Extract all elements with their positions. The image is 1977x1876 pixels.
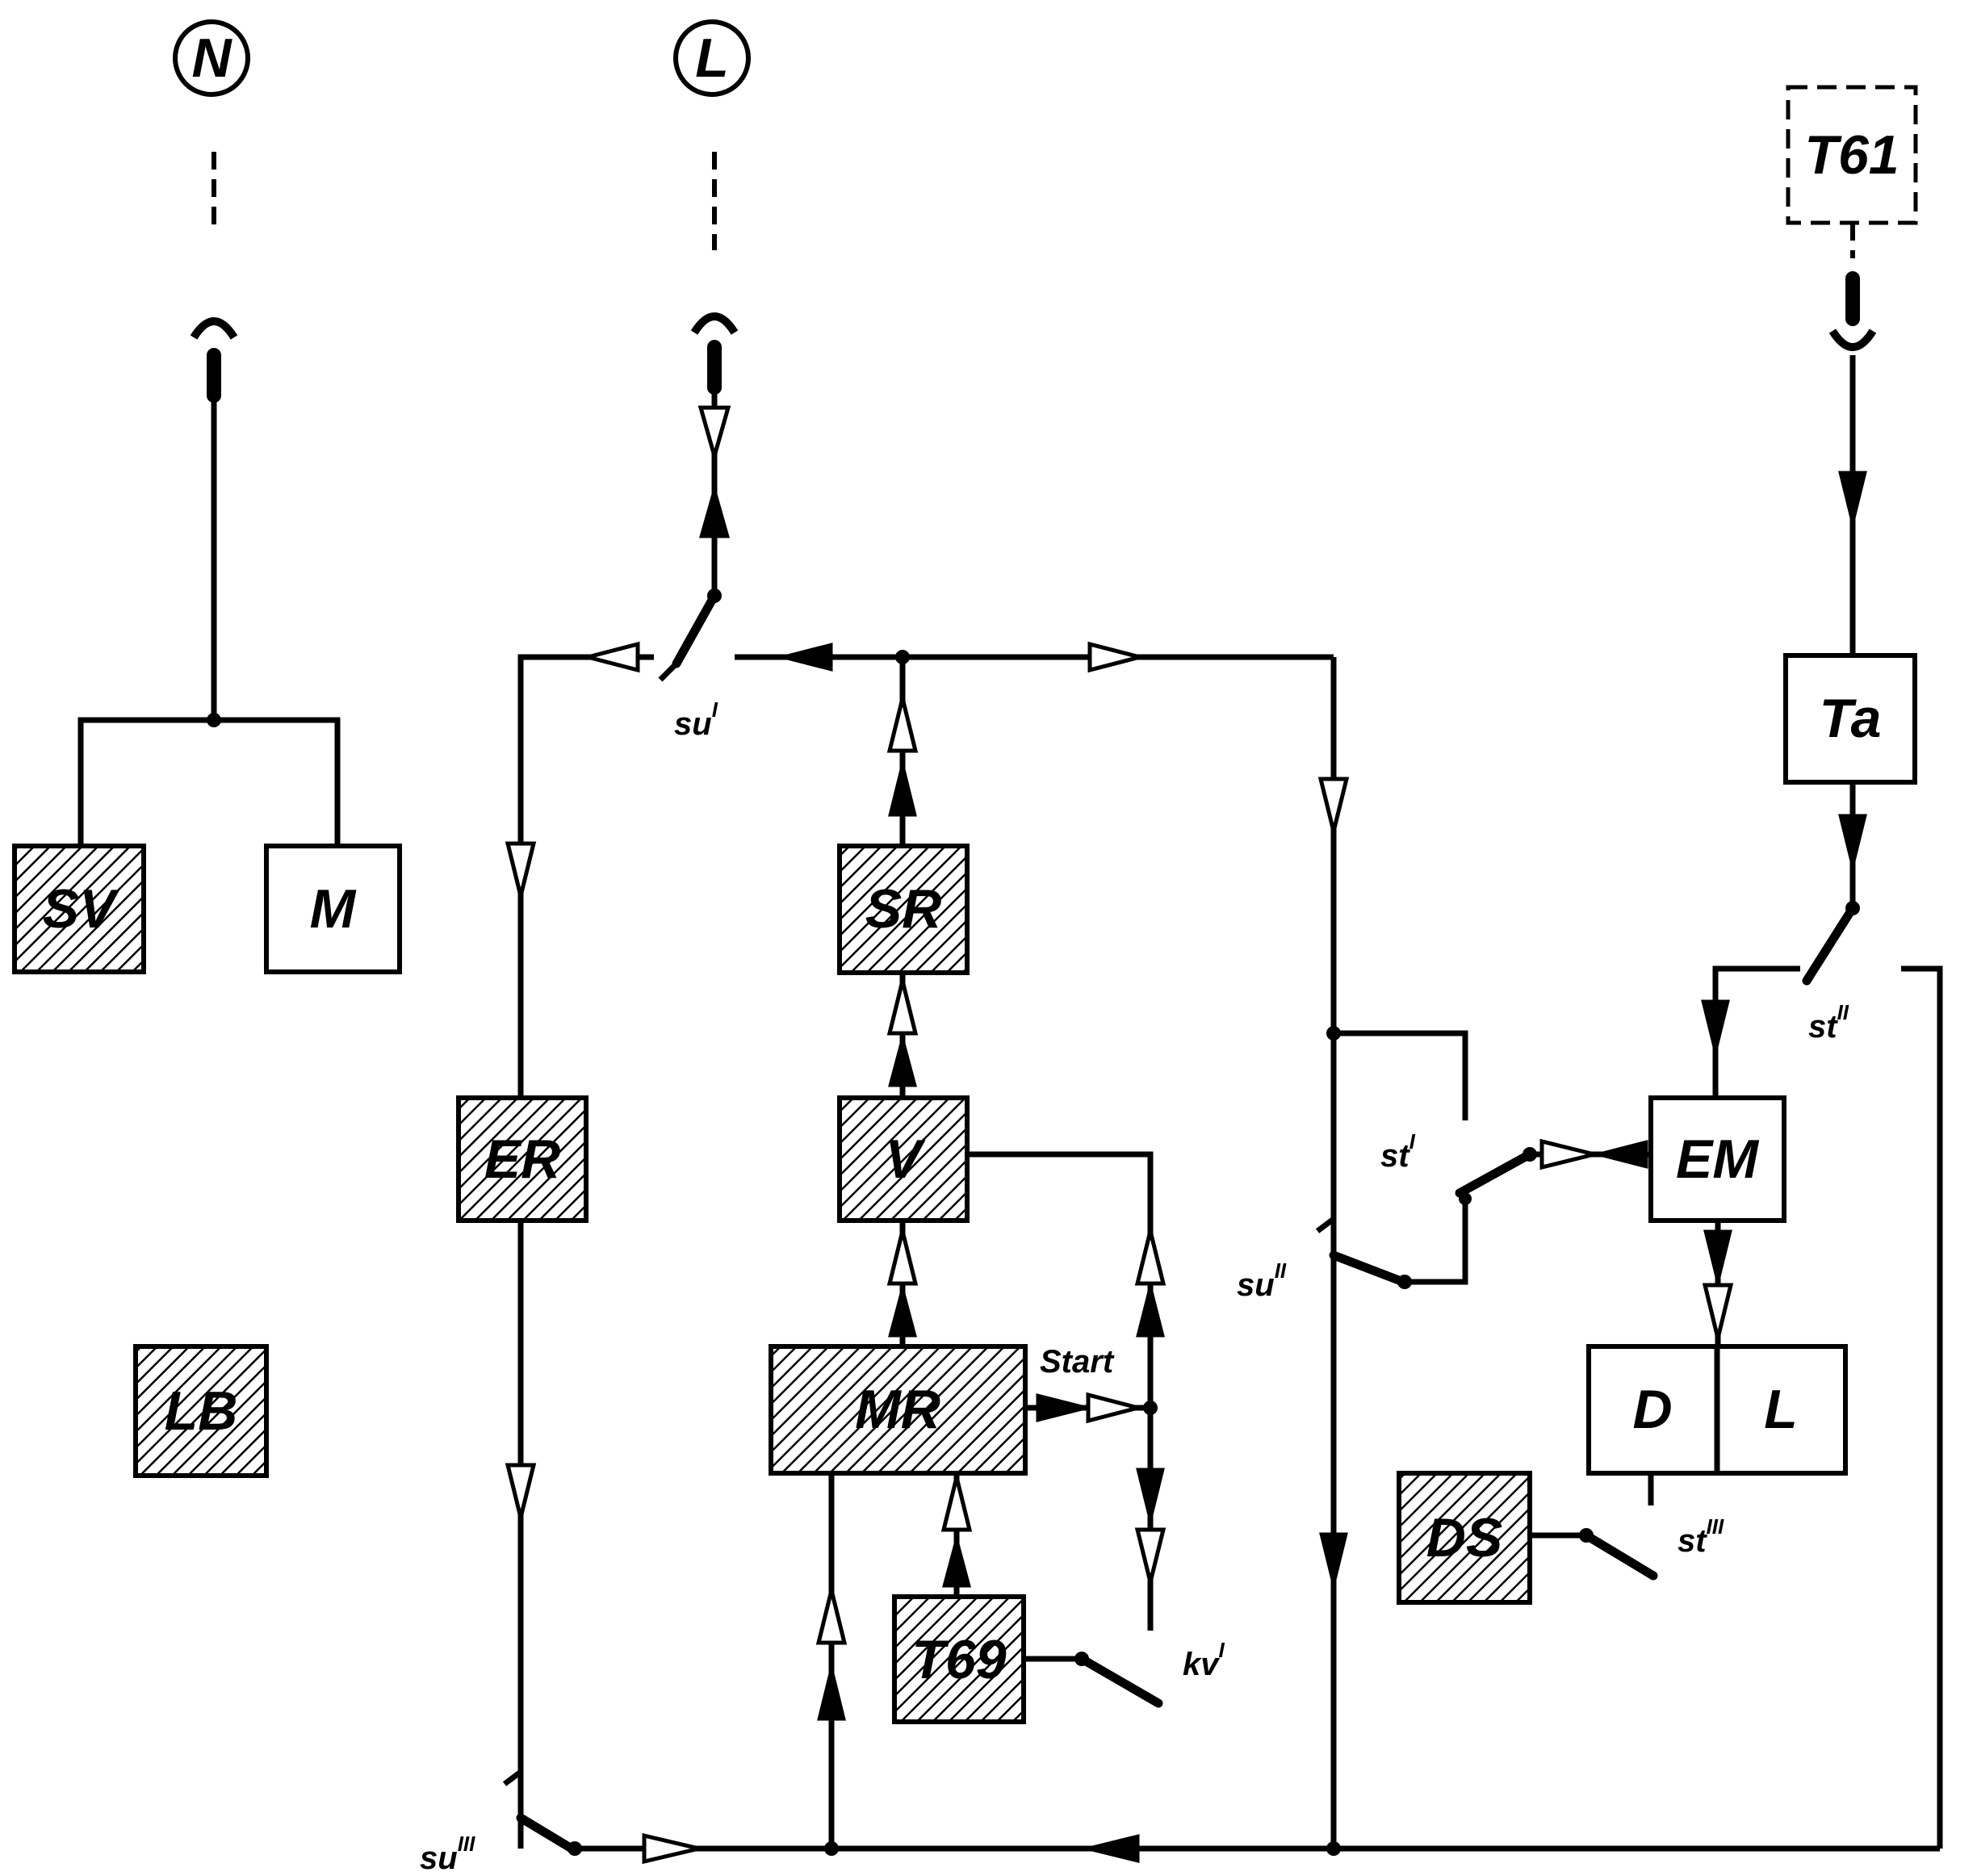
switch-st-1: stI bbox=[1380, 1129, 1651, 1198]
connector-l bbox=[690, 152, 739, 603]
svg-text:DS: DS bbox=[1426, 1507, 1502, 1568]
connector-n bbox=[77, 152, 341, 846]
svg-text:V: V bbox=[885, 1129, 926, 1190]
block-m: M bbox=[264, 844, 402, 974]
svg-text:D: D bbox=[1632, 1379, 1672, 1440]
svg-text:T61: T61 bbox=[1804, 124, 1899, 186]
svg-text:stII: stII bbox=[1808, 1000, 1849, 1045]
svg-text:ER: ER bbox=[484, 1129, 560, 1190]
block-er: ER bbox=[456, 1095, 588, 1223]
svg-text:stIII: stIII bbox=[1678, 1514, 1724, 1559]
svg-text:suII: suII bbox=[1237, 1258, 1287, 1303]
switch-st-3: stIII bbox=[1530, 1514, 1724, 1581]
top-bus bbox=[517, 641, 1468, 1849]
block-ta: Ta bbox=[1783, 653, 1917, 785]
svg-text:suI: suI bbox=[674, 697, 718, 742]
switch-su-2: suII bbox=[1237, 1192, 1472, 1303]
terminal-n: N bbox=[173, 19, 250, 97]
mr-bottom-lines bbox=[815, 1473, 973, 1849]
switch-su-3: suIII bbox=[420, 1769, 582, 1876]
block-v: V bbox=[837, 1095, 970, 1223]
block-mr: MR bbox=[769, 1344, 1028, 1476]
svg-text:suIII: suIII bbox=[420, 1832, 475, 1876]
block-dl: D L bbox=[1586, 1344, 1848, 1505]
block-sr: SR bbox=[837, 844, 970, 975]
block-em: EM bbox=[1648, 1095, 1786, 1223]
chain-arrows bbox=[886, 657, 919, 1346]
svg-text:Ta: Ta bbox=[1820, 688, 1882, 749]
svg-text:N: N bbox=[191, 27, 232, 89]
svg-text:SR: SR bbox=[865, 878, 941, 940]
svg-text:Start: Start bbox=[1040, 1344, 1115, 1380]
svg-text:kvI: kvI bbox=[1183, 1638, 1225, 1682]
bottom-bus bbox=[575, 965, 1943, 1865]
svg-text:LB: LB bbox=[165, 1380, 238, 1442]
svg-text:MR: MR bbox=[855, 1379, 940, 1440]
terminal-l: L bbox=[673, 19, 751, 97]
switch-kv-1: kvI bbox=[1024, 1638, 1225, 1708]
svg-text:L: L bbox=[695, 27, 729, 89]
block-t61: T61 bbox=[1786, 85, 1918, 225]
block-ds: DS bbox=[1397, 1471, 1532, 1605]
svg-text:T69: T69 bbox=[911, 1629, 1006, 1690]
connector-t61 bbox=[1828, 223, 1877, 655]
block-t69: T69 bbox=[892, 1594, 1026, 1724]
ta-to-st2 bbox=[1838, 782, 1867, 915]
svg-text:M: M bbox=[310, 878, 357, 940]
svg-text:EM: EM bbox=[1676, 1129, 1759, 1190]
er-line-arrows bbox=[505, 841, 537, 1518]
switch-st-2: stII bbox=[1701, 903, 1858, 1098]
block-lb: LB bbox=[133, 1344, 269, 1478]
svg-text:SV: SV bbox=[43, 878, 120, 940]
svg-text:stI: stI bbox=[1380, 1129, 1416, 1174]
em-to-dl bbox=[1702, 1221, 1734, 1346]
lower-right-line bbox=[1319, 1324, 1348, 1849]
switch-su-1: suI bbox=[658, 591, 719, 742]
svg-text:L: L bbox=[1764, 1379, 1798, 1440]
block-sv: SV bbox=[12, 844, 146, 974]
start-feedback-line: Start bbox=[967, 1151, 1167, 1631]
